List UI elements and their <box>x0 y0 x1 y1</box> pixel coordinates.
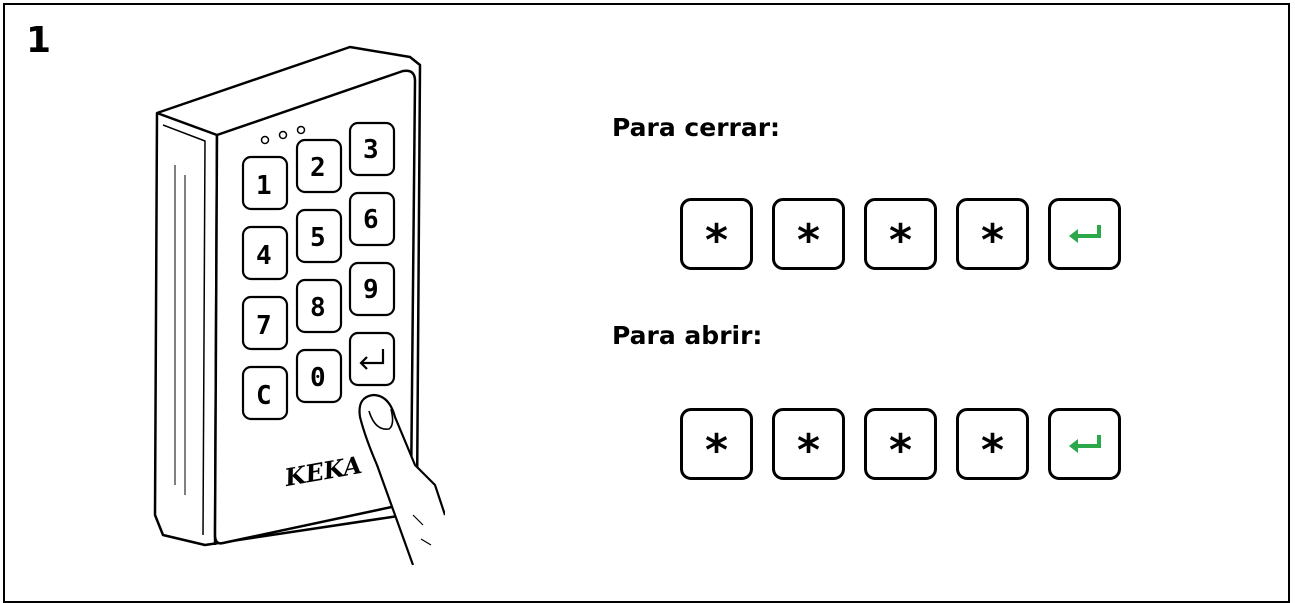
instruction-panel: 1 3 2 1 6 5 4 9 8 7 <box>3 3 1290 603</box>
unlock-heading: Para abrir: <box>612 321 763 350</box>
enter-arrow-icon <box>1068 435 1101 453</box>
led-indicator <box>296 125 306 135</box>
svg-text:2: 2 <box>310 153 326 183</box>
enter-key <box>1048 408 1121 480</box>
device-key-1: 1 <box>241 155 289 211</box>
device-key-6: 6 <box>348 191 396 247</box>
enter-arrow-icon <box>1068 225 1101 243</box>
led-indicator <box>260 135 270 145</box>
device-key-5: 5 <box>295 208 343 264</box>
svg-text:4: 4 <box>256 241 272 271</box>
svg-text:3: 3 <box>363 135 379 165</box>
star-key: * <box>864 198 937 270</box>
svg-text:0: 0 <box>310 363 326 393</box>
svg-text:8: 8 <box>310 293 326 323</box>
star-key: * <box>956 198 1029 270</box>
step-number: 1 <box>26 20 52 61</box>
device-key-7: 7 <box>241 295 289 351</box>
svg-text:5: 5 <box>310 223 326 253</box>
svg-text:C: C <box>256 381 272 411</box>
device-key-enter <box>348 331 396 387</box>
device-key-8: 8 <box>295 278 343 334</box>
star-key: * <box>772 198 845 270</box>
star-key: * <box>680 198 753 270</box>
lock-code-sequence: * * * * <box>680 198 1121 270</box>
keypad-lock-illustration: 3 2 1 6 5 4 9 8 7 0 C KEKA <box>153 45 445 565</box>
star-key: * <box>772 408 845 480</box>
svg-text:9: 9 <box>363 275 379 305</box>
device-key-3: 3 <box>348 121 396 177</box>
device-key-0: 0 <box>295 348 343 404</box>
lock-heading: Para cerrar: <box>612 113 781 142</box>
device-key-9: 9 <box>348 261 396 317</box>
device-key-4: 4 <box>241 225 289 281</box>
svg-text:7: 7 <box>256 311 272 341</box>
finger-icon <box>358 393 445 565</box>
star-key: * <box>864 408 937 480</box>
led-indicator <box>278 130 288 140</box>
enter-key <box>1048 198 1121 270</box>
svg-text:6: 6 <box>363 205 379 235</box>
device-key-c: C <box>241 365 289 421</box>
star-key: * <box>680 408 753 480</box>
svg-text:1: 1 <box>256 171 272 201</box>
unlock-code-sequence: * * * * <box>680 408 1121 480</box>
device-key-2: 2 <box>295 138 343 194</box>
star-key: * <box>956 408 1029 480</box>
